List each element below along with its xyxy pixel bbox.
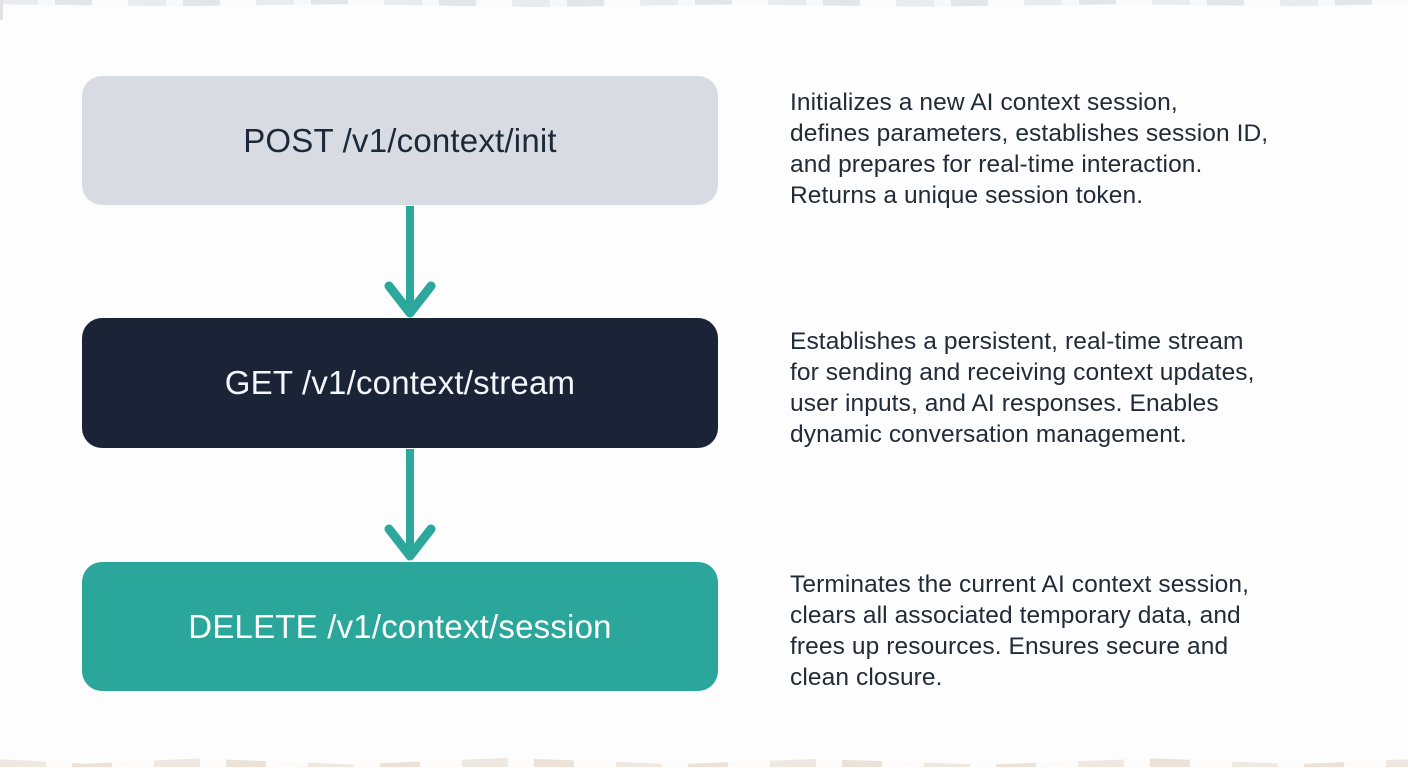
endpoint-box-post-init: POST /v1/context/init xyxy=(82,76,718,205)
endpoint-box-delete-session: DELETE /v1/context/session xyxy=(82,562,718,691)
endpoint-description-post-init: Initializes a new AI context session, de… xyxy=(790,89,1269,209)
endpoint-description-get-stream: Establishes a persistent, real-time stre… xyxy=(790,328,1255,448)
arrow-head xyxy=(384,281,436,318)
left-edge-artifact xyxy=(0,0,3,20)
endpoint-label-delete-session: DELETE /v1/context/session xyxy=(188,607,612,645)
endpoint-label-get-stream: GET /v1/context/stream xyxy=(224,364,576,401)
top-edge-artifact xyxy=(0,0,1408,7)
endpoint-description-delete-session: Terminates the current AI context sessio… xyxy=(790,571,1250,691)
down-arrow-icon xyxy=(384,449,436,561)
endpoint-label-post-init: POST /v1/context/init xyxy=(243,121,557,159)
endpoint-box-get-stream: GET /v1/context/stream xyxy=(82,318,718,448)
bottom-edge-artifact xyxy=(0,757,1408,767)
arrow-head xyxy=(384,524,436,561)
down-arrow-icon xyxy=(384,206,436,318)
